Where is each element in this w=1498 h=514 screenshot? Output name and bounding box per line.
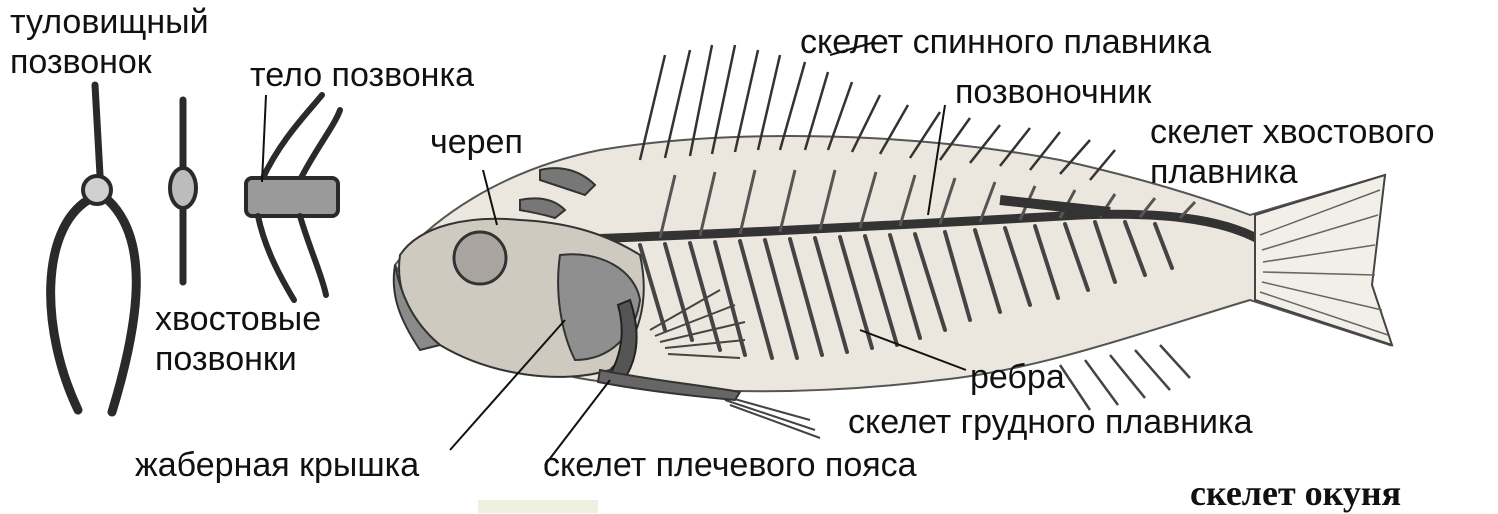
label-trunk-vertebra-line2: позвонок (10, 45, 152, 79)
label-tail-vertebrae-line1: хвостовые (155, 302, 321, 336)
vertebra-body-drawing (246, 95, 340, 300)
label-skull: череп (430, 125, 523, 159)
label-ribs: ребра (970, 360, 1065, 394)
perch-skeleton-drawing (394, 45, 1392, 438)
label-tail-vertebrae-line2: позвонки (155, 342, 297, 376)
label-caudal-fin-line1: скелет хвостового (1150, 115, 1435, 149)
trunk-vertebra-drawing (51, 85, 137, 412)
label-spine: позвоночник (955, 75, 1151, 109)
label-gill-cover: жаберная крышка (135, 448, 419, 482)
label-shoulder-girdle: скелет плечевого пояса (543, 448, 917, 482)
tail-vertebra-drawing (170, 100, 196, 282)
scan-smudge (478, 500, 598, 513)
label-trunk-vertebra-line1: туловищный (10, 5, 209, 39)
label-pectoral-fin-skeleton: скелет грудного плавника (848, 405, 1253, 439)
label-dorsal-fin-skeleton: скелет спинного плавника (800, 25, 1211, 59)
label-vertebra-body: тело позвонка (250, 58, 474, 92)
label-caudal-fin-line2: плавника (1150, 155, 1298, 189)
diagram-title: скелет окуня (1190, 472, 1401, 514)
